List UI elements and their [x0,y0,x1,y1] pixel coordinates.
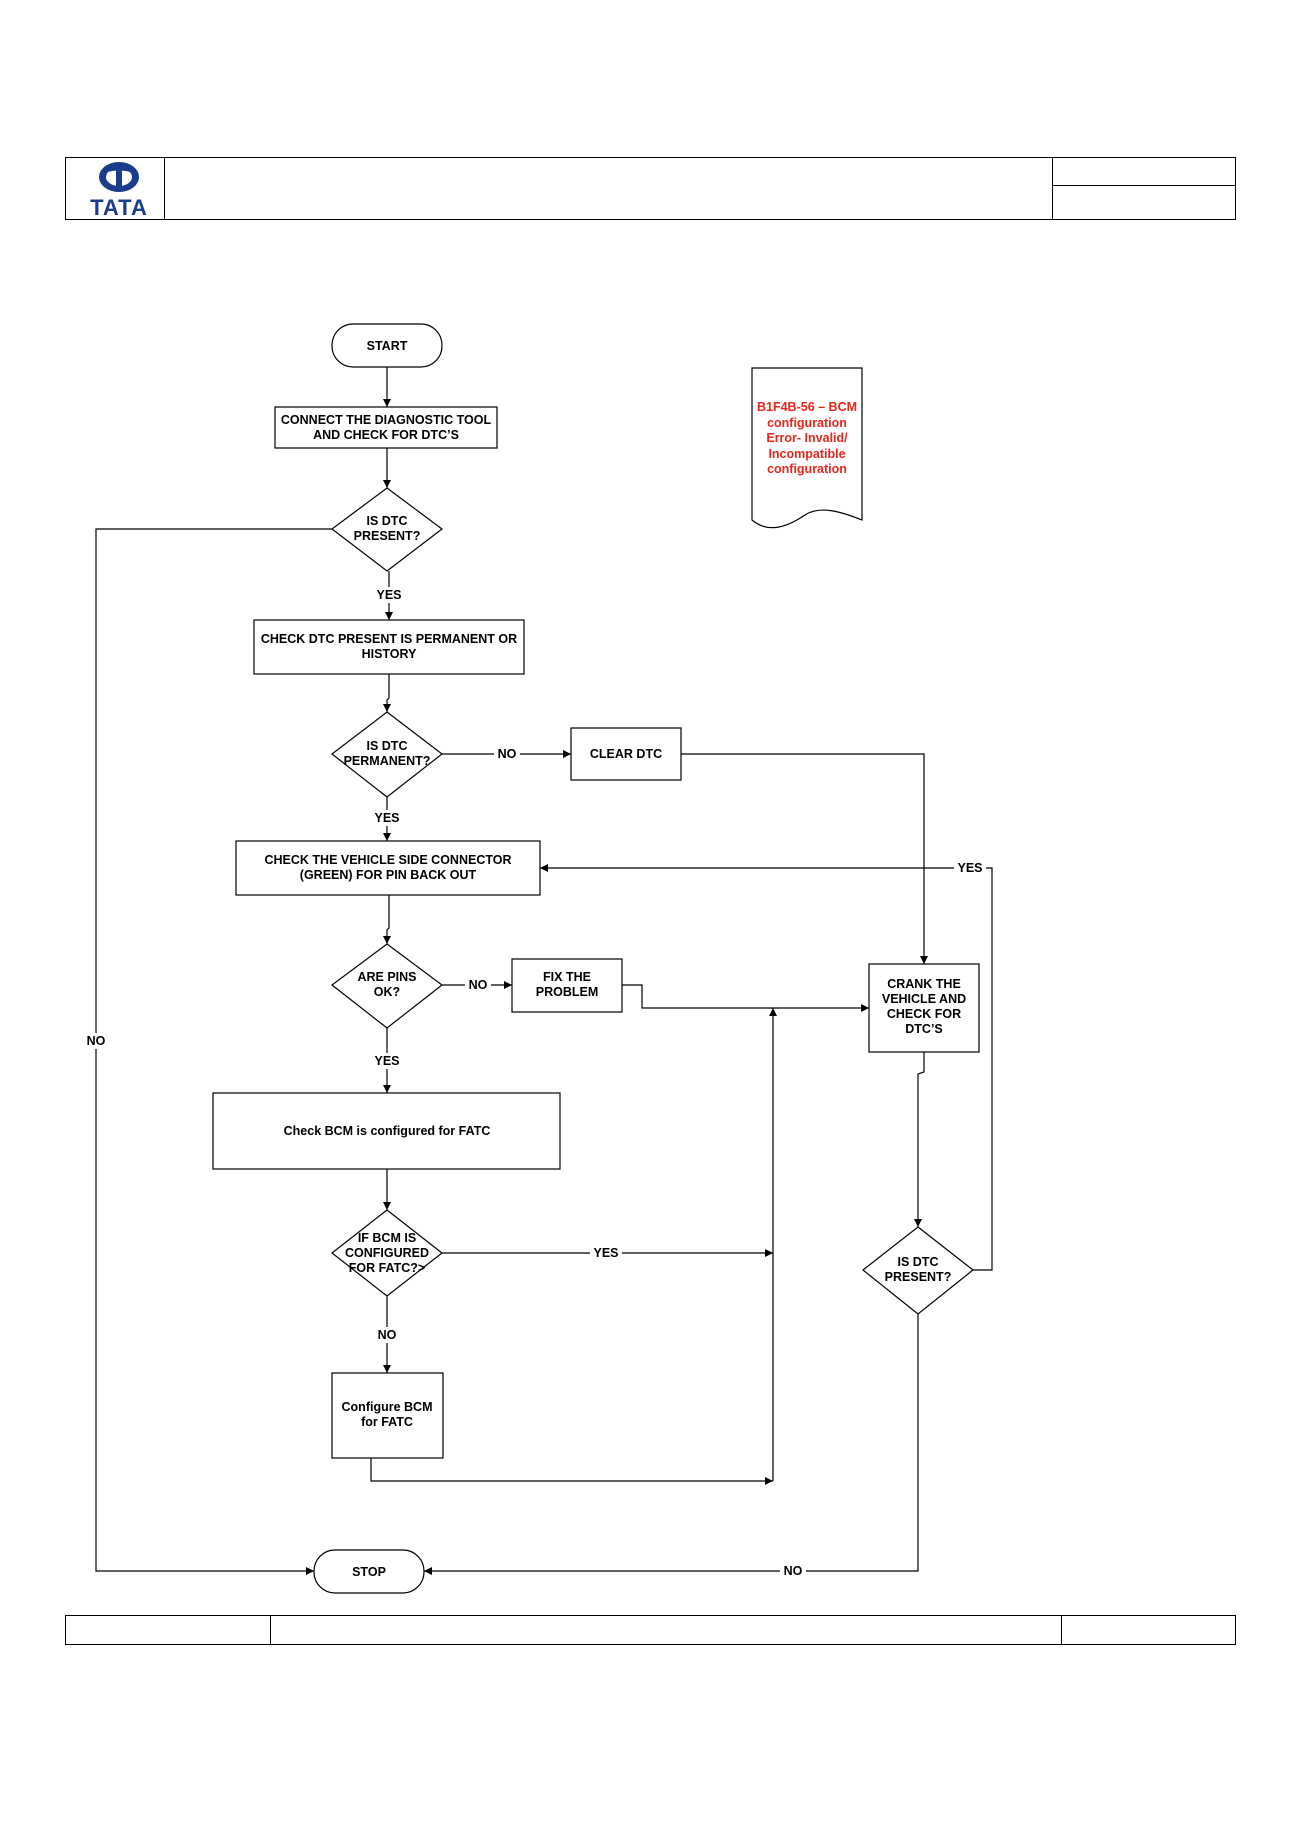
edge-labels: YES NO NO YES NO YES YES NO YES NO [84,587,986,1579]
footer-left-divider [270,1615,271,1645]
edge-connector-pins [383,895,391,944]
node-if-bcm-configured-line-3: FOR FATC?> [349,1261,426,1275]
edge-configure-junction [370,1458,773,1485]
node-fix-problem: FIX THE PROBLEM [511,958,623,1013]
note-line-4: Incompatible [768,447,845,461]
footer-frame [65,1615,1236,1645]
node-configure-bcm-line-1: Configure BCM [342,1400,433,1414]
label-yes-loop: YES [957,861,982,875]
node-check-connector-line-1: CHECK THE VEHICLE SIDE CONNECTOR [264,853,511,867]
node-check-connector: CHECK THE VEHICLE SIDE CONNECTOR (GREEN)… [235,840,541,896]
node-crank-vehicle: CRANK THE VEHICLE AND CHECK FOR DTC’S [868,963,980,1053]
node-check-perm-history-line-1: CHECK DTC PRESENT IS PERMANENT OR [261,632,517,646]
brand-name: TATA [90,195,148,220]
node-is-dtc-present-2: IS DTC PRESENT? [862,1226,974,1315]
node-check-perm-history: CHECK DTC PRESENT IS PERMANENT OR HISTOR… [253,619,525,675]
dtc-note: B1F4B-56 – BCM configuration Error- Inva… [751,367,863,529]
edge-present2-no-stop [424,1314,919,1575]
node-check-perm-history-line-2: HISTORY [362,647,418,661]
node-configure-bcm: Configure BCM for FATC [331,1372,444,1459]
label-yes-pins: YES [374,1054,399,1068]
node-are-pins-ok-line-1: ARE PINS [357,970,416,984]
edge-check-permanent [383,674,391,712]
node-is-dtc-present-1-line-1: IS DTC [367,514,408,528]
node-are-pins-ok: ARE PINS OK? [331,943,443,1029]
node-crank-vehicle-line-4: DTC’S [905,1022,943,1036]
edge-fix-crank [622,984,869,1012]
node-connect-tool: CONNECT THE DIAGNOSTIC TOOL AND CHECK FO… [274,406,498,449]
edge-present2-yes-loop [540,864,993,1271]
note-line-1: B1F4B-56 – BCM [757,400,857,414]
note-line-2: configuration [767,416,847,430]
node-is-dtc-permanent-line-1: IS DTC [367,739,408,753]
header-frame [65,157,1236,220]
tata-logo [84,160,154,218]
footer-right-divider [1061,1615,1062,1645]
node-stop-text: STOP [352,1565,386,1579]
node-is-dtc-present-2-line-2: PRESENT? [885,1270,952,1284]
node-fix-problem-line-2: PROBLEM [536,985,599,999]
tata-logo-icon [99,162,139,192]
node-configure-bcm-line-2: for FATC [361,1415,413,1429]
header-logo-divider [164,157,165,220]
node-is-dtc-permanent: IS DTC PERMANENT? [331,711,443,798]
node-is-dtc-present-1: IS DTC PRESENT? [331,487,443,572]
node-start: START [331,323,443,368]
node-clear-dtc: CLEAR DTC [570,727,682,781]
node-start-text: START [367,339,408,353]
node-if-bcm-configured-line-1: IF BCM IS [358,1231,416,1245]
node-if-bcm-configured: IF BCM IS CONFIGURED FOR FATC?> [331,1209,443,1297]
edge-crank-present2 [914,1052,925,1227]
node-clear-dtc-text: CLEAR DTC [590,747,662,761]
node-check-connector-line-2: (GREEN) FOR PIN BACK OUT [300,868,477,882]
edge-clear-crank [681,753,928,964]
note-line-5: configuration [767,462,847,476]
node-are-pins-ok-line-2: OK? [374,985,400,999]
node-fix-problem-line-1: FIX THE [543,970,591,984]
label-no-pins: NO [469,978,488,992]
label-no-bcm: NO [378,1328,397,1342]
label-yes-present: YES [376,588,401,602]
note-line-3: Error- Invalid/ [766,431,848,445]
node-crank-vehicle-line-1: CRANK THE [887,977,961,991]
edge-present-no-stop [95,528,332,1575]
label-no-permanent: NO [498,747,517,761]
node-is-dtc-present-2-line-1: IS DTC [898,1255,939,1269]
node-connect-tool-line-2: AND CHECK FOR DTC’S [313,428,459,442]
label-no-stop: NO [784,1564,803,1578]
node-crank-vehicle-line-3: CHECK FOR [887,1007,961,1021]
node-if-bcm-configured-line-2: CONFIGURED [345,1246,429,1260]
node-is-dtc-present-1-line-2: PRESENT? [354,529,421,543]
node-check-bcm: Check BCM is configured for FATC [212,1092,561,1170]
node-stop: STOP [313,1549,425,1594]
node-crank-vehicle-line-2: VEHICLE AND [882,992,966,1006]
header-right-divider [1052,157,1053,220]
node-is-dtc-permanent-line-2: PERMANENT? [344,754,431,768]
node-connect-tool-line-1: CONNECT THE DIAGNOSTIC TOOL [281,413,492,427]
label-yes-bcm: YES [593,1246,618,1260]
header-right-hline [1052,185,1236,186]
node-check-bcm-text: Check BCM is configured for FATC [284,1124,491,1138]
label-no-present-left: NO [87,1034,106,1048]
label-yes-permanent: YES [374,811,399,825]
